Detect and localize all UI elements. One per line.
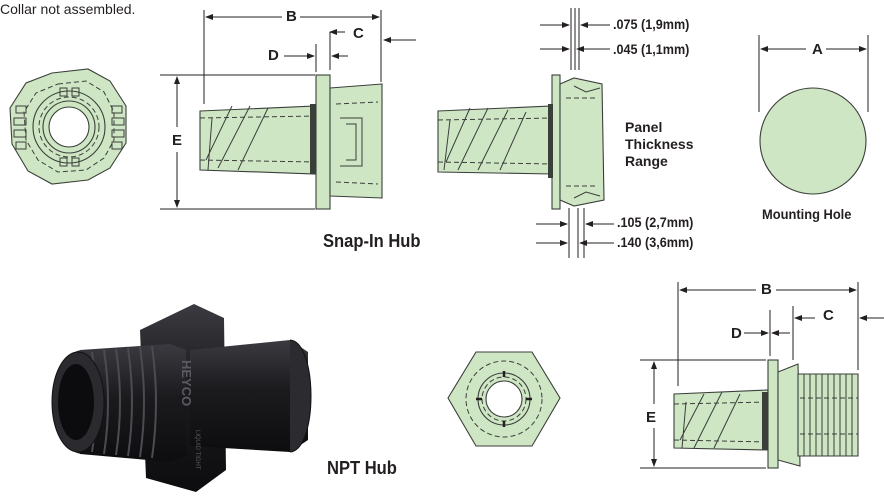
photo-sub-text: LIQUID TIGHT: [194, 430, 200, 470]
snapin-dimensions: [160, 10, 416, 210]
panel-dimensions: [536, 8, 614, 258]
npt-dim-b-label: B: [761, 281, 772, 298]
snapin-side-view: [199, 74, 383, 210]
npt-title: NPT Hub: [327, 458, 397, 478]
npt-dim-c-label: C: [823, 307, 834, 324]
snapin-title: Snap-In Hub: [323, 231, 421, 251]
panel-dim-top1: .075 (1,9mm): [613, 16, 690, 32]
mounting-label: Mounting Hole: [762, 206, 852, 222]
npt-dimensions: [640, 282, 884, 469]
photo-brand-text: HEYCO: [179, 360, 194, 406]
npt-hub-photo: HEYCO LIQUID TIGHT: [51, 304, 312, 492]
panel-label-1: Panel: [625, 119, 663, 135]
npt-side-view: [673, 359, 859, 469]
panel-label-2: Thickness: [625, 136, 694, 152]
mounting-dim-a-label: A: [812, 41, 823, 58]
snapin-dim-e-label: E: [172, 132, 183, 149]
snapin-dim-b-label: B: [286, 8, 297, 25]
snapin-dim-d-label: D: [268, 47, 279, 64]
panel-thickness-view: [437, 74, 605, 210]
snapin-end-view: [9, 68, 127, 185]
npt-dim-d-label: D: [731, 325, 742, 342]
panel-label-3: Range: [625, 153, 668, 169]
panel-dim-bot2: .140 (3,6mm): [617, 234, 694, 250]
panel-dim-top2: .045 (1,1mm): [613, 41, 690, 57]
npt-dim-e-label: E: [646, 409, 657, 426]
panel-dim-bot1: .105 (2,7mm): [617, 214, 694, 230]
mounting-hole: [758, 35, 869, 195]
snapin-dim-c-label: C: [353, 25, 364, 42]
collar-note: Collar not assembled.: [0, 1, 136, 17]
npt-end-view: [447, 351, 561, 447]
